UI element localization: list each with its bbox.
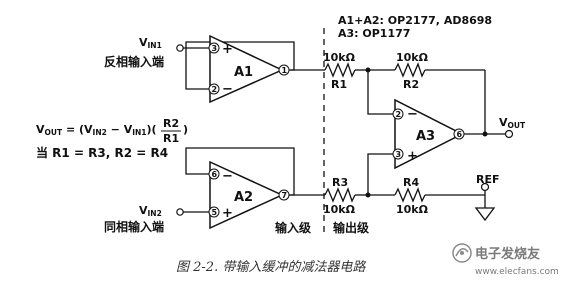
vout-label: VOUT — [499, 116, 526, 130]
r2-name: R2 — [403, 78, 419, 91]
watermark-logo-icon — [452, 243, 472, 263]
r4-value: 10kΩ — [396, 203, 429, 216]
opamp-a1-plus-sign: + — [222, 42, 233, 57]
opamp-a1-minus-sign: − — [222, 82, 233, 97]
resistor-r2 — [394, 62, 426, 78]
r1-value: 10kΩ — [323, 51, 356, 64]
r1-name: R1 — [331, 78, 347, 91]
svg-text:VOUT = (VIN2 − VIN1)(: VOUT = (VIN2 − VIN1)( — [36, 123, 157, 137]
opamp-a2-plus-sign: + — [222, 206, 233, 221]
formula-denominator: R1 — [163, 132, 179, 145]
watermark: 电子发烧友 www.elecfans.com — [452, 243, 559, 277]
vin1-description: 反相输入端 — [104, 54, 164, 69]
opamp-a3-label: A3 — [416, 129, 435, 144]
formula-condition: 当 R1 = R3, R2 = R4 — [36, 145, 168, 160]
opamp-a1-pin2: 2 — [212, 85, 218, 94]
opamp-a2-label: A2 — [234, 190, 253, 205]
opamp-a3-plus-sign: + — [407, 149, 418, 164]
part-numbers-line1: A1+A2: OP2177, AD8698 — [338, 14, 492, 27]
opamp-a1: A1 + − 3 2 1 — [208, 34, 290, 104]
formula-numerator: R2 — [163, 117, 179, 130]
resistor-r1 — [324, 62, 356, 78]
watermark-url: www.elecfans.com — [475, 267, 559, 277]
r3-name: R3 — [332, 176, 348, 189]
formula-end-paren: ) — [183, 123, 188, 136]
ground-icon — [474, 207, 496, 222]
output-stage-label: 输出级 — [333, 220, 369, 235]
ref-label: REF — [476, 173, 500, 186]
vin2-description: 同相输入端 — [104, 219, 164, 234]
vin2-label: VIN2 — [139, 204, 162, 218]
opamp-a2-pin7: 7 — [282, 191, 288, 200]
opamp-a3-pin6: 6 — [457, 130, 463, 139]
r4-name: R4 — [403, 176, 419, 189]
vin2-terminal — [176, 208, 184, 216]
resistor-r4 — [394, 187, 426, 203]
ref-terminal — [480, 182, 490, 192]
r2-value: 10kΩ — [396, 51, 429, 64]
part-numbers-line2: A3: OP1177 — [338, 27, 410, 40]
figure-caption: 图 2-2. 带输入缓冲的减法器电路 — [176, 260, 366, 275]
wires — [180, 41, 505, 213]
watermark-text: 电子发烧友 — [475, 246, 540, 262]
opamp-a2-minus-sign: − — [222, 169, 233, 184]
opamp-a3-pin3: 3 — [396, 150, 402, 159]
r3-value: 10kΩ — [323, 203, 356, 216]
opamp-a3: A3 − + 2 3 6 — [392, 98, 465, 170]
opamp-a3-minus-sign: − — [407, 107, 418, 122]
transfer-formula: VOUT = (VIN2 − VIN1)( R2 R1 ) 当 R1 = R3,… — [36, 117, 188, 160]
resistor-r3 — [324, 187, 356, 203]
opamp-a2-pin6: 6 — [212, 170, 218, 179]
vin1-label: VIN1 — [139, 36, 162, 50]
vin1-terminal — [176, 44, 184, 52]
junction-dots — [365, 67, 488, 198]
opamp-a2: A2 − + 6 5 7 — [208, 160, 290, 230]
opamp-a2-pin5: 5 — [212, 208, 218, 217]
opamp-a1-pin3: 3 — [212, 44, 218, 53]
vout-terminal — [504, 129, 514, 139]
opamp-a3-pin2: 2 — [396, 110, 402, 119]
opamp-a1-pin1: 1 — [282, 66, 288, 75]
input-stage-label: 输入级 — [275, 220, 311, 235]
opamp-a1-label: A1 — [234, 65, 253, 80]
